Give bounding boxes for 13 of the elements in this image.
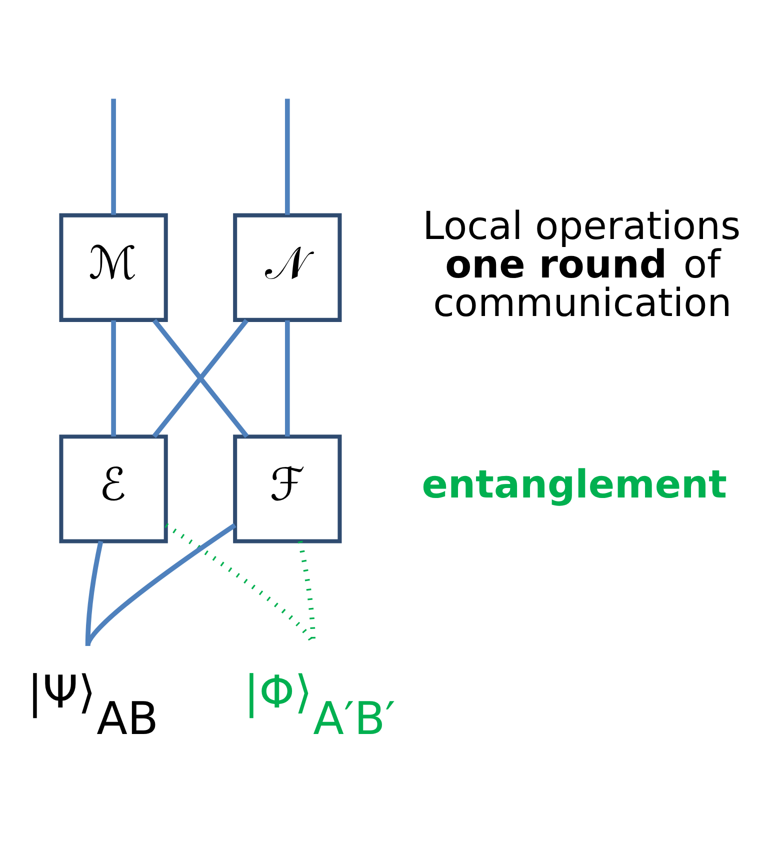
node-box: ℰ xyxy=(59,434,168,544)
node-box: ℱ xyxy=(233,434,342,544)
label: entanglement xyxy=(422,462,728,508)
connector xyxy=(111,320,116,437)
connector xyxy=(152,318,249,438)
node-box: 𝒩 xyxy=(233,213,342,322)
connector xyxy=(85,540,104,646)
connector xyxy=(284,320,290,437)
connector xyxy=(111,98,116,215)
connector xyxy=(284,98,290,215)
connector xyxy=(85,523,236,647)
label: Local operations one round of communication xyxy=(422,204,741,326)
node-box: ℳ xyxy=(59,213,168,322)
